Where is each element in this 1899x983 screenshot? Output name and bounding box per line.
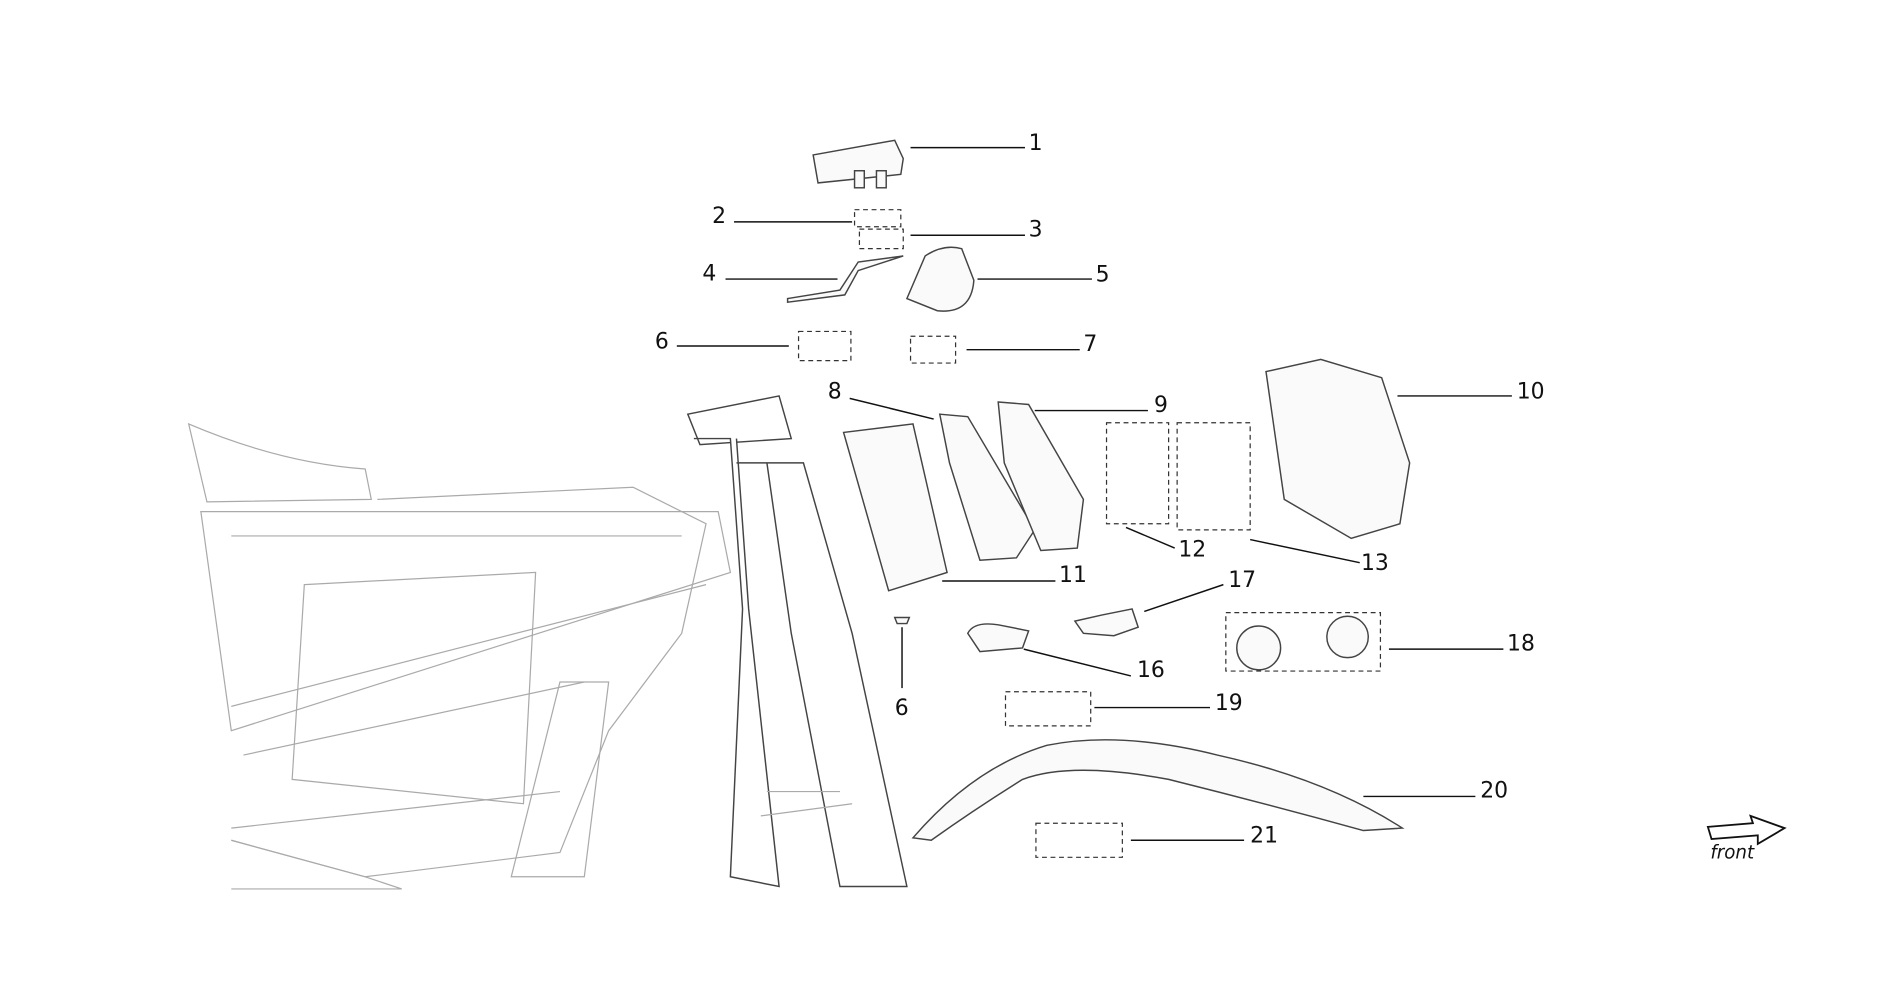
callout-20[interactable]: 20 <box>1480 779 1508 804</box>
callout-10[interactable]: 10 <box>1517 379 1545 404</box>
callout-18[interactable]: 18 <box>1507 631 1535 656</box>
callout-11[interactable]: 11 <box>1059 563 1087 588</box>
callout-4[interactable]: 4 <box>702 261 716 286</box>
part-4-bracket <box>786 255 904 304</box>
part-6-screw <box>893 616 911 625</box>
part-16-indicator <box>966 623 1030 653</box>
part-5-headlight-cover <box>905 246 975 312</box>
callout-5[interactable]: 5 <box>1096 263 1110 288</box>
callout-1[interactable]: 1 <box>1029 131 1043 156</box>
part-20-front-fender <box>911 739 1405 842</box>
callout-8[interactable]: 8 <box>828 379 842 404</box>
part-18-caps <box>1225 612 1382 672</box>
arrow-right-icon <box>1706 814 1787 846</box>
front-label: front <box>1710 843 1755 864</box>
callout-17[interactable]: 17 <box>1228 568 1256 593</box>
callout-12[interactable]: 12 <box>1178 538 1206 563</box>
callout-3[interactable]: 3 <box>1029 217 1043 242</box>
callout-21[interactable]: 21 <box>1250 824 1278 849</box>
callout-19[interactable]: 19 <box>1215 691 1243 716</box>
leader-lines <box>676 146 1512 841</box>
callout-2[interactable]: 2 <box>712 204 726 229</box>
callout-16[interactable]: 16 <box>1137 658 1165 683</box>
part-8-bracket <box>938 413 1036 562</box>
front-fork-sketch <box>686 395 908 888</box>
part-11-plate-holder <box>842 423 948 592</box>
callout-6[interactable]: 6 <box>655 329 669 354</box>
part-9-bracket <box>997 401 1085 552</box>
part-17-indicator <box>1073 608 1140 637</box>
callout-9[interactable]: 9 <box>1154 393 1168 418</box>
motorcycle-frame-sketch <box>187 422 732 890</box>
part-10-tank-cover <box>1265 358 1411 540</box>
part-1-display <box>812 139 904 189</box>
front-direction-indicator: front <box>1706 814 1787 864</box>
callout-7[interactable]: 7 <box>1083 332 1097 357</box>
callout-6-lower[interactable]: 6 <box>895 696 909 721</box>
callout-13[interactable]: 13 <box>1361 551 1389 576</box>
